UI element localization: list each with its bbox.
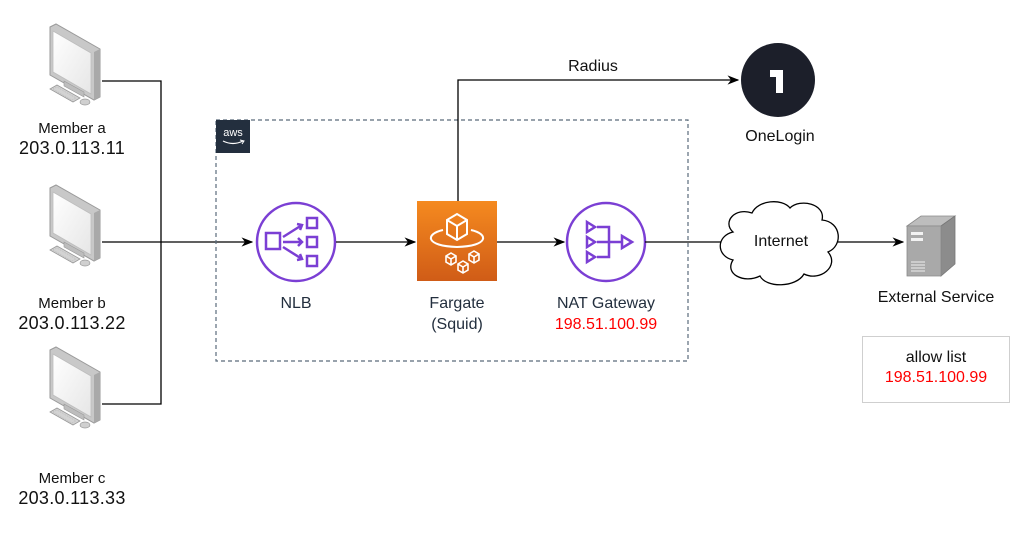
external-service-label: External Service xyxy=(877,289,995,306)
internet-label: Internet xyxy=(753,233,809,250)
member-a-computer-icon xyxy=(49,23,101,106)
onelogin-icon xyxy=(741,43,815,117)
nlb-label: NLB xyxy=(280,295,312,312)
allow-list-ip: 198.51.100.99 xyxy=(884,369,988,386)
svg-text:aws: aws xyxy=(223,127,243,139)
aws-cloud-boundary xyxy=(215,119,689,362)
member-b-computer-icon xyxy=(49,184,101,267)
internet-cloud-icon xyxy=(719,201,839,286)
aws-logo-icon: aws xyxy=(216,120,250,153)
member-b-name: Member b xyxy=(38,295,106,312)
radius-connector xyxy=(457,75,740,201)
member-c-name: Member c xyxy=(38,470,106,487)
nat-gateway-icon xyxy=(565,201,647,283)
radius-label: Radius xyxy=(568,58,618,75)
fargate-sublabel: (Squid) xyxy=(431,316,483,333)
member-a-name: Member a xyxy=(38,120,106,137)
nlb-icon xyxy=(255,201,337,283)
server-icon xyxy=(905,215,957,277)
member-c-computer-icon xyxy=(49,346,101,429)
allow-list-title: allow list xyxy=(905,349,967,366)
fargate-label: Fargate xyxy=(429,295,485,312)
nat-gateway-ip: 198.51.100.99 xyxy=(554,316,658,333)
member-a-ip: 203.0.113.11 xyxy=(18,138,126,158)
member-b-ip: 203.0.113.22 xyxy=(18,313,126,333)
member-c-ip: 203.0.113.33 xyxy=(18,488,126,508)
onelogin-label: OneLogin xyxy=(745,128,815,145)
fargate-icon xyxy=(417,201,497,281)
nat-gateway-label: NAT Gateway xyxy=(556,295,656,312)
member-connectors xyxy=(102,80,254,405)
allow-list-box: allow list 198.51.100.99 xyxy=(862,336,1010,403)
